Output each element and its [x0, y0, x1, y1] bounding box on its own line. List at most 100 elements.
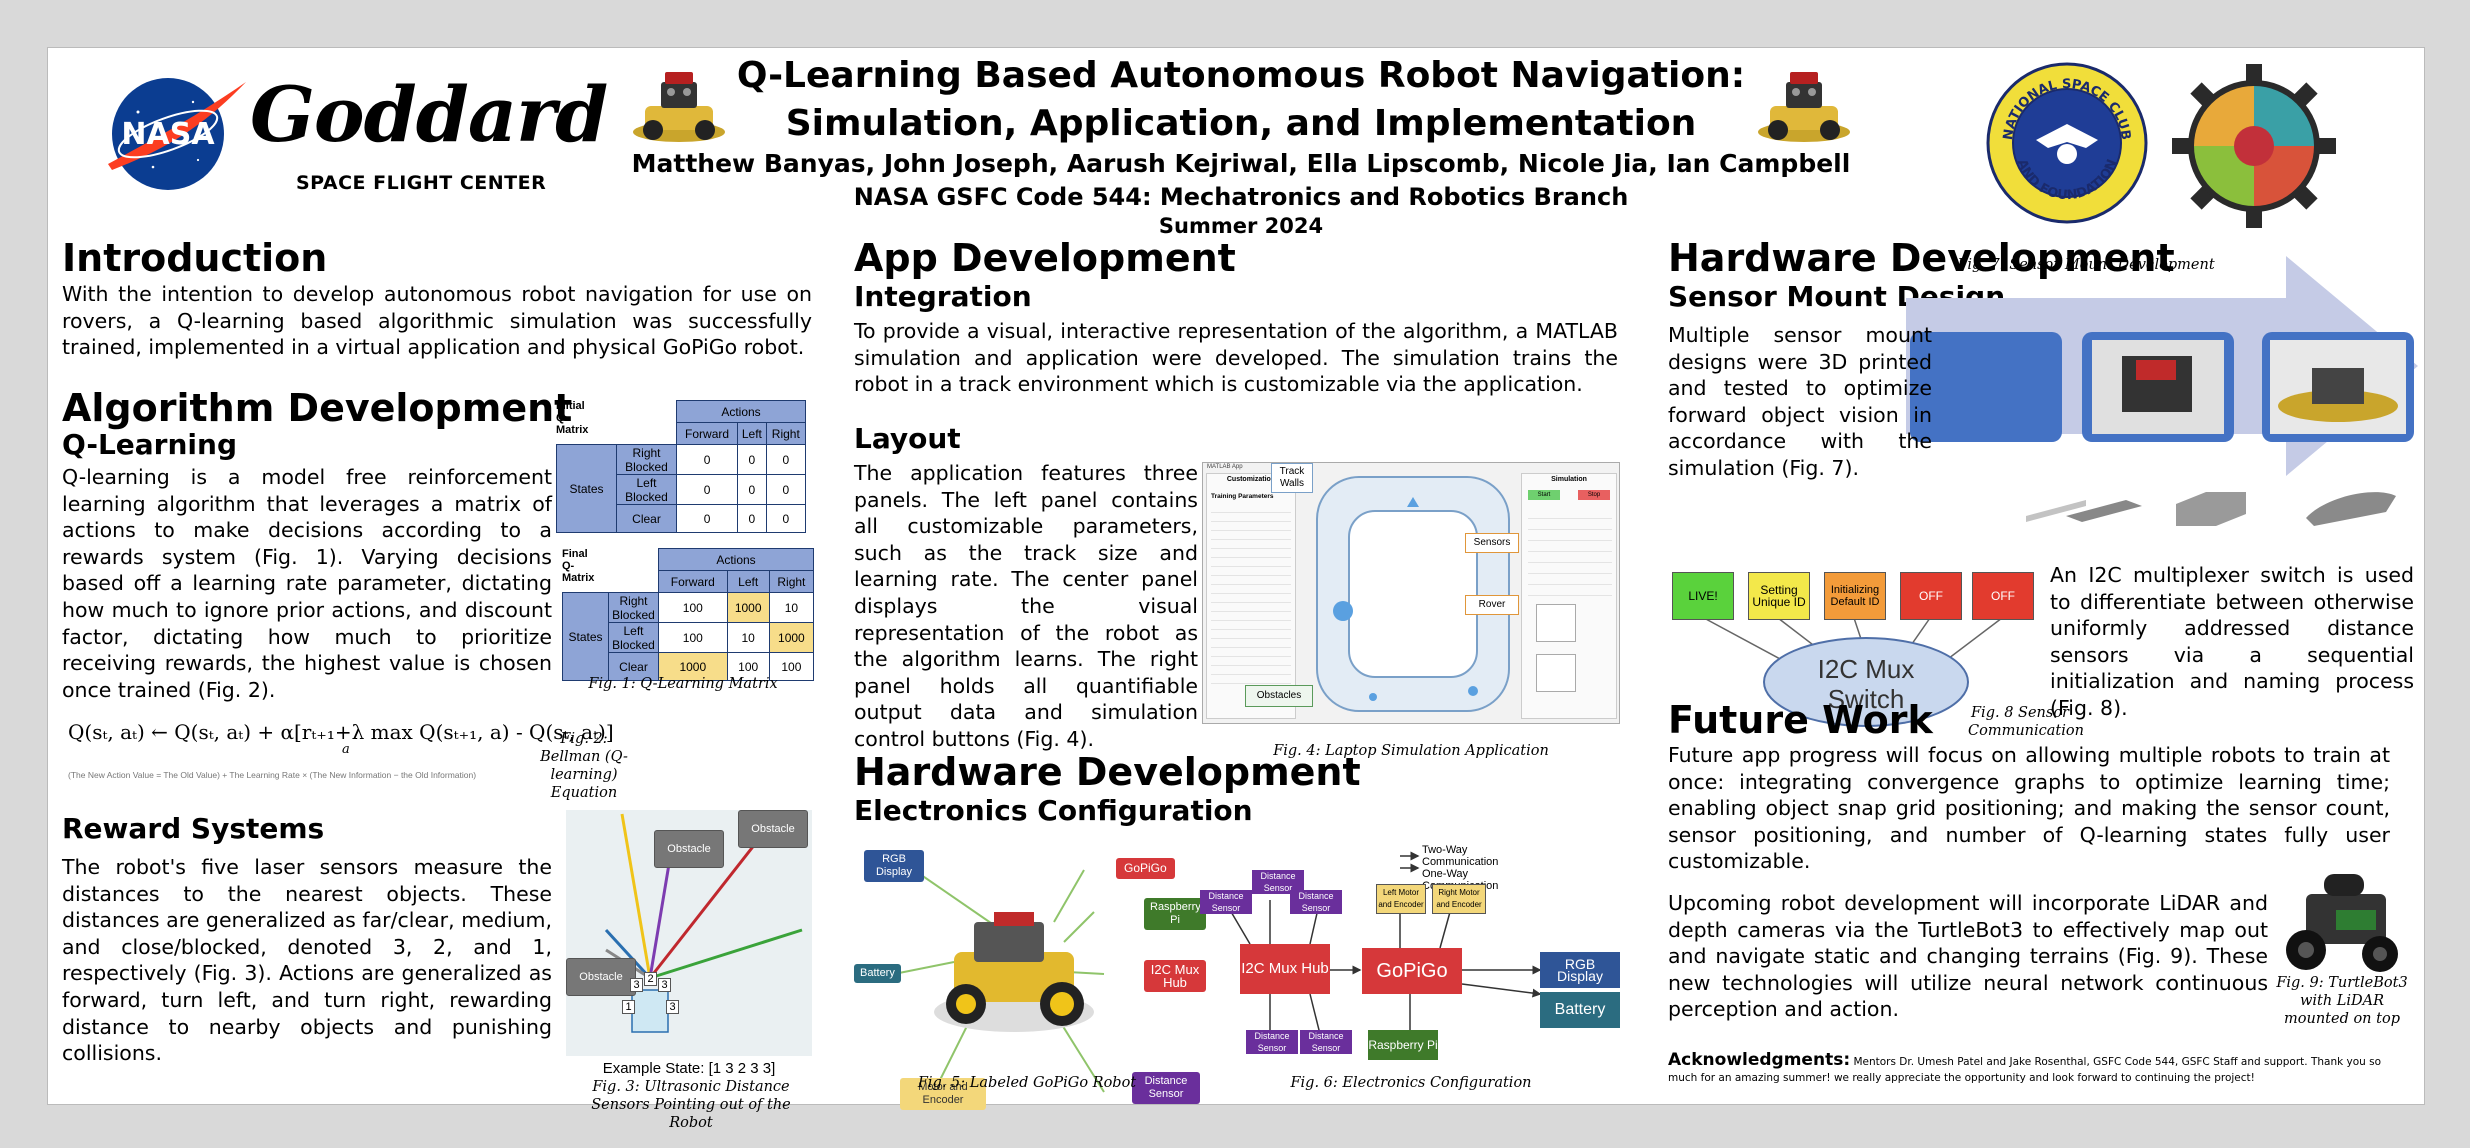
fig6-caption: Fig. 6: Electronics Configuration	[1290, 1075, 1532, 1091]
final-cell: 100	[658, 622, 728, 653]
fig4-caption: Fig. 4: Laptop Simulation Application	[1273, 743, 1549, 759]
hardware-mid-heading: Hardware Development	[854, 750, 1361, 794]
initial-col-forward: Forward	[675, 422, 739, 445]
poster-title-line1: Q-Learning Based Autonomous Robot Naviga…	[736, 55, 1746, 96]
initial-col-right: Right	[765, 422, 807, 445]
app-left-panel: Customization Training Parameters	[1206, 473, 1296, 719]
two-way-legend: Two-Way Communication	[1422, 844, 1499, 868]
final-cell: 100	[768, 652, 815, 681]
final-cell: 10	[726, 622, 770, 653]
initial-qmatrix-title: Initial Q-Matrix	[556, 400, 589, 436]
rover-label: Rover	[1465, 595, 1519, 615]
left-panel-tab[interactable]: Training Parameters	[1211, 493, 1274, 500]
final-cell: 10	[768, 592, 815, 623]
obstacle-box: Obstacle	[738, 810, 808, 848]
gopigo-box: GoPiGo	[1362, 948, 1462, 994]
qlearning-text: Q-learning is a model free reinforcement…	[62, 465, 552, 702]
future-heading: Future Work	[1668, 698, 1933, 742]
mux-text: An I2C multiplexer switch is used to dif…	[2050, 563, 2414, 720]
fig7-caption: Fig. 7: Sensor Mount Development	[1957, 257, 2215, 273]
space-club-seal: NATIONAL SPACE CLUB AND FOUNDATION	[1986, 62, 2148, 224]
initial-row-label: Left Blocked	[616, 474, 677, 505]
integration-subheading: Integration	[854, 280, 1032, 313]
initial-cell: 0	[675, 504, 739, 533]
future-text1: Future app progress will focus on allowi…	[1668, 743, 2390, 874]
integration-text: To provide a visual, interactive represe…	[854, 319, 1618, 397]
robot-label-motor: Motor and Encoder	[900, 1078, 986, 1110]
final-row-label: Clear	[608, 652, 659, 681]
term: Summer 2024	[1158, 214, 1324, 238]
stop-button[interactable]: Stop	[1578, 490, 1610, 500]
left-panel-title: Customization	[1226, 476, 1276, 483]
initial-cell: 0	[765, 504, 807, 533]
layout-text: The application features three panels. T…	[854, 461, 1198, 751]
sensor-value: 3	[658, 978, 671, 992]
final-states-label: States	[562, 592, 609, 681]
distance-sensor-box: Distance Sensor	[1290, 890, 1342, 914]
authors: Matthew Banyas, John Joseph, Aarush Kejr…	[631, 149, 1851, 178]
initial-cell: 0	[737, 444, 767, 475]
poster: NASA Goddard SPACE FLIGHT CENTER Q-Learn…	[47, 47, 2425, 1131]
final-qmatrix-title: Final Q-Matrix	[562, 548, 595, 584]
rgb-display-box: RGB Display	[1540, 952, 1620, 988]
final-cell: 100	[726, 652, 770, 681]
fig6-electronics-diagram: Two-Way Communication One-Way Communicat…	[1200, 844, 1622, 1098]
final-cell: 100	[658, 592, 728, 623]
final-col-right: Right	[768, 570, 815, 593]
final-col-left: Left	[726, 570, 770, 593]
fig5-caption: Fig. 5: Labeled GoPiGo Robot	[917, 1075, 1137, 1091]
goddard-wordmark: Goddard	[250, 70, 608, 159]
intro-heading: Introduction	[62, 236, 328, 280]
fig3-sensor-diagram: Obstacle Obstacle Obstacle 1 3 2 3 3	[566, 810, 812, 1056]
algorithm-heading: Algorithm Development	[62, 386, 573, 430]
initial-cell: 0	[675, 444, 739, 475]
code-544-logo	[2168, 60, 2340, 232]
obstacle-box: Obstacle	[566, 958, 636, 996]
reward-text: The robot's five laser sensors measure t…	[62, 855, 552, 1066]
initial-cell: 0	[737, 504, 767, 533]
right-motor-box: Right Motor and Encoder	[1432, 884, 1486, 914]
final-col-forward: Forward	[658, 570, 728, 593]
qlearning-subheading: Q-Learning	[62, 428, 237, 461]
example-state: Example State: [1 3 2 3 3]	[602, 1060, 776, 1077]
nasa-logo: NASA	[98, 72, 248, 192]
robot-label-rpi: Raspberry Pi	[1144, 898, 1206, 930]
future-text2: Upcoming robot development will incorpor…	[1668, 891, 2268, 1022]
fig5-labeled-robot: RGB Display GoPiGo Raspberry Pi Battery …	[854, 842, 1206, 1118]
left-motor-box: Left Motor and Encoder	[1376, 884, 1426, 914]
electronics-subheading: Electronics Configuration	[854, 794, 1253, 827]
fig3-caption: Fig. 3: Ultrasonic Distance Sensors Poin…	[591, 1079, 791, 1131]
mux-switch-label: I2C Mux Switch	[1817, 654, 1915, 714]
robot-label-gopigo: GoPiGo	[1116, 858, 1175, 879]
right-panel-title: Simulation	[1551, 476, 1587, 483]
led-setting-id: Setting Unique ID	[1748, 572, 1810, 620]
initial-col-left: Left	[737, 422, 767, 445]
initial-actions-label: Actions	[676, 400, 806, 423]
raspberry-pi-box: Raspberry Pi	[1368, 1030, 1438, 1060]
robot-label-battery: Battery	[854, 964, 901, 983]
fig7-mount-development: Fig. 7: Sensor Mount Development	[1906, 256, 2418, 572]
led-off: OFF	[1972, 572, 2034, 620]
initial-states-label: States	[556, 444, 617, 533]
equation-legend: (The New Action Value = The Old Value) +…	[68, 770, 477, 780]
battery-box: Battery	[1540, 992, 1620, 1028]
ack-heading: Acknowledgments:	[1668, 1050, 1851, 1070]
led-off: OFF	[1900, 572, 1962, 620]
mount-text: Multiple sensor mount designs were 3D pr…	[1668, 323, 1932, 480]
robot-label-mux: I2C Mux Hub	[1144, 960, 1206, 992]
start-button[interactable]: Start	[1528, 490, 1560, 500]
obstacle-box: Obstacle	[654, 830, 724, 868]
fig1-caption: Fig. 1: Q-Learning Matrix	[588, 676, 778, 692]
sensor-value: 3	[630, 978, 643, 992]
obstacles-label: Obstacles	[1245, 685, 1313, 707]
gsfc-text: SPACE FLIGHT CENTER	[296, 172, 547, 194]
initial-cell: 0	[737, 474, 767, 505]
distance-sensor-box: Distance Sensor	[1200, 890, 1252, 914]
branch: NASA GSFC Code 544: Mechatronics and Rob…	[853, 183, 1629, 211]
fig9-turtlebot	[2276, 864, 2408, 976]
i2c-mux-box: I2C Mux Hub	[1240, 944, 1330, 994]
svg-text:NASA: NASA	[121, 117, 215, 152]
intro-text: With the intention to develop autonomous…	[62, 282, 812, 360]
final-cell: 1000	[768, 622, 815, 653]
equation-sub-a: a	[342, 742, 350, 757]
